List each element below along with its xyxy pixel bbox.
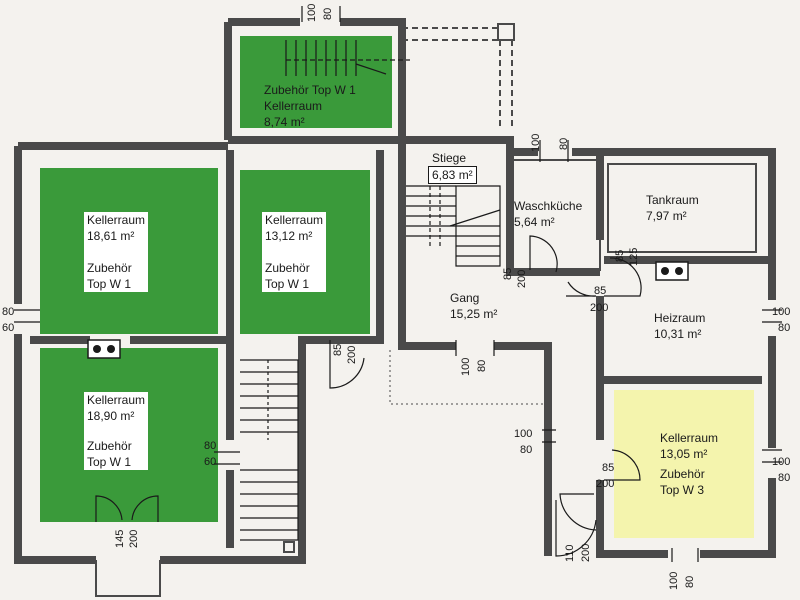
dim-80-heiz-right: 80 xyxy=(778,322,791,334)
dim-85-heiz: 85 xyxy=(594,285,607,297)
dim-80-keller4-right: 80 xyxy=(778,472,791,484)
window-markers xyxy=(14,6,782,562)
dim-100-heiz-right: 100 xyxy=(772,306,791,318)
dim-85-keller4: 85 xyxy=(602,462,615,474)
stiege-label: Stiege 6,83 m² xyxy=(428,150,477,184)
dim-80-left: 80 xyxy=(2,306,15,318)
dim-200-keller4: 200 xyxy=(596,478,615,490)
dim-60-left: 60 xyxy=(2,322,15,334)
keller-2-label: Kellerraum 13,12 m² Zubehör Top W 1 xyxy=(262,212,327,292)
gang-label: Gang 15,25 m² xyxy=(450,291,498,321)
room-fill-keller-4 xyxy=(614,390,754,538)
dim-80-mid: 80 xyxy=(204,440,217,452)
waschkueche-label: Waschküche 5,64 m² xyxy=(514,199,583,229)
dim-60-mid: 60 xyxy=(204,456,217,468)
top-keller-label: Zubehör Top W 1 Kellerraum 8,74 m² xyxy=(264,83,356,129)
door-swings xyxy=(95,235,642,557)
dim-100-keller4-right: 100 xyxy=(772,456,791,468)
stair-top xyxy=(285,40,410,76)
tankraum-label: Tankraum 7,97 m² xyxy=(646,193,699,223)
heizraum-label: Heizraum 10,31 m² xyxy=(654,311,706,341)
stove-symbol-left xyxy=(87,339,121,359)
keller-4-label: Kellerraum 13,05 m² Zubehör Top W 3 xyxy=(660,431,719,497)
dim-80-right-lower: 80 xyxy=(520,444,533,456)
stair-main xyxy=(406,185,501,267)
stove-symbol-right xyxy=(655,261,689,281)
keller-1-label: Kellerraum 18,61 m² Zubehör Top W 1 xyxy=(84,212,149,292)
dim-100-right-lower: 100 xyxy=(514,428,533,440)
stair-lower xyxy=(240,359,299,541)
inner-lines xyxy=(283,23,757,553)
keller-3-label: Kellerraum 18,90 m² Zubehör Top W 1 xyxy=(84,392,149,470)
dim-200-heiz: 200 xyxy=(590,302,609,314)
